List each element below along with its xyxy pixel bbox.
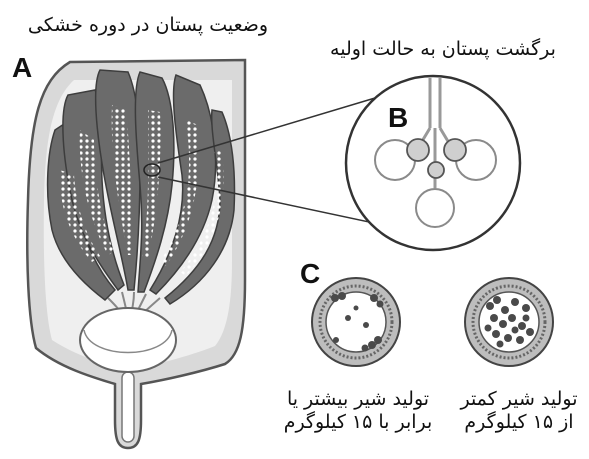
alveolus-zoom-circle (346, 76, 520, 250)
panel-b-letter: B (388, 102, 408, 134)
caption-low-line1: تولید شیر کمتر (452, 388, 586, 411)
panel-a-letter: A (12, 52, 32, 84)
panel-c-letter: C (300, 258, 320, 290)
caption-high-line1: تولید شیر بیشتر یا (264, 388, 452, 411)
teat-canal (122, 372, 134, 442)
alveolus-section-high-yield (312, 278, 400, 366)
title-dry-period: وضعیت پستان در دوره خشکی (0, 14, 296, 36)
caption-high-yield: تولید شیر بیشتر یا برابر با ۱۵ کیلوگرم (264, 388, 452, 434)
gland-cistern (80, 308, 176, 372)
caption-low-yield: تولید شیر کمتر از ۱۵ کیلوگرم (452, 388, 586, 434)
title-return-to-initial: برگشت پستان به حالت اولیه (318, 38, 568, 60)
caption-low-line2: از ۱۵ کیلوگرم (452, 411, 586, 434)
alveolus-section-low-yield (465, 278, 553, 366)
udder-cross-section (27, 60, 245, 448)
caption-high-line2: برابر با ۱۵ کیلوگرم (264, 411, 452, 434)
